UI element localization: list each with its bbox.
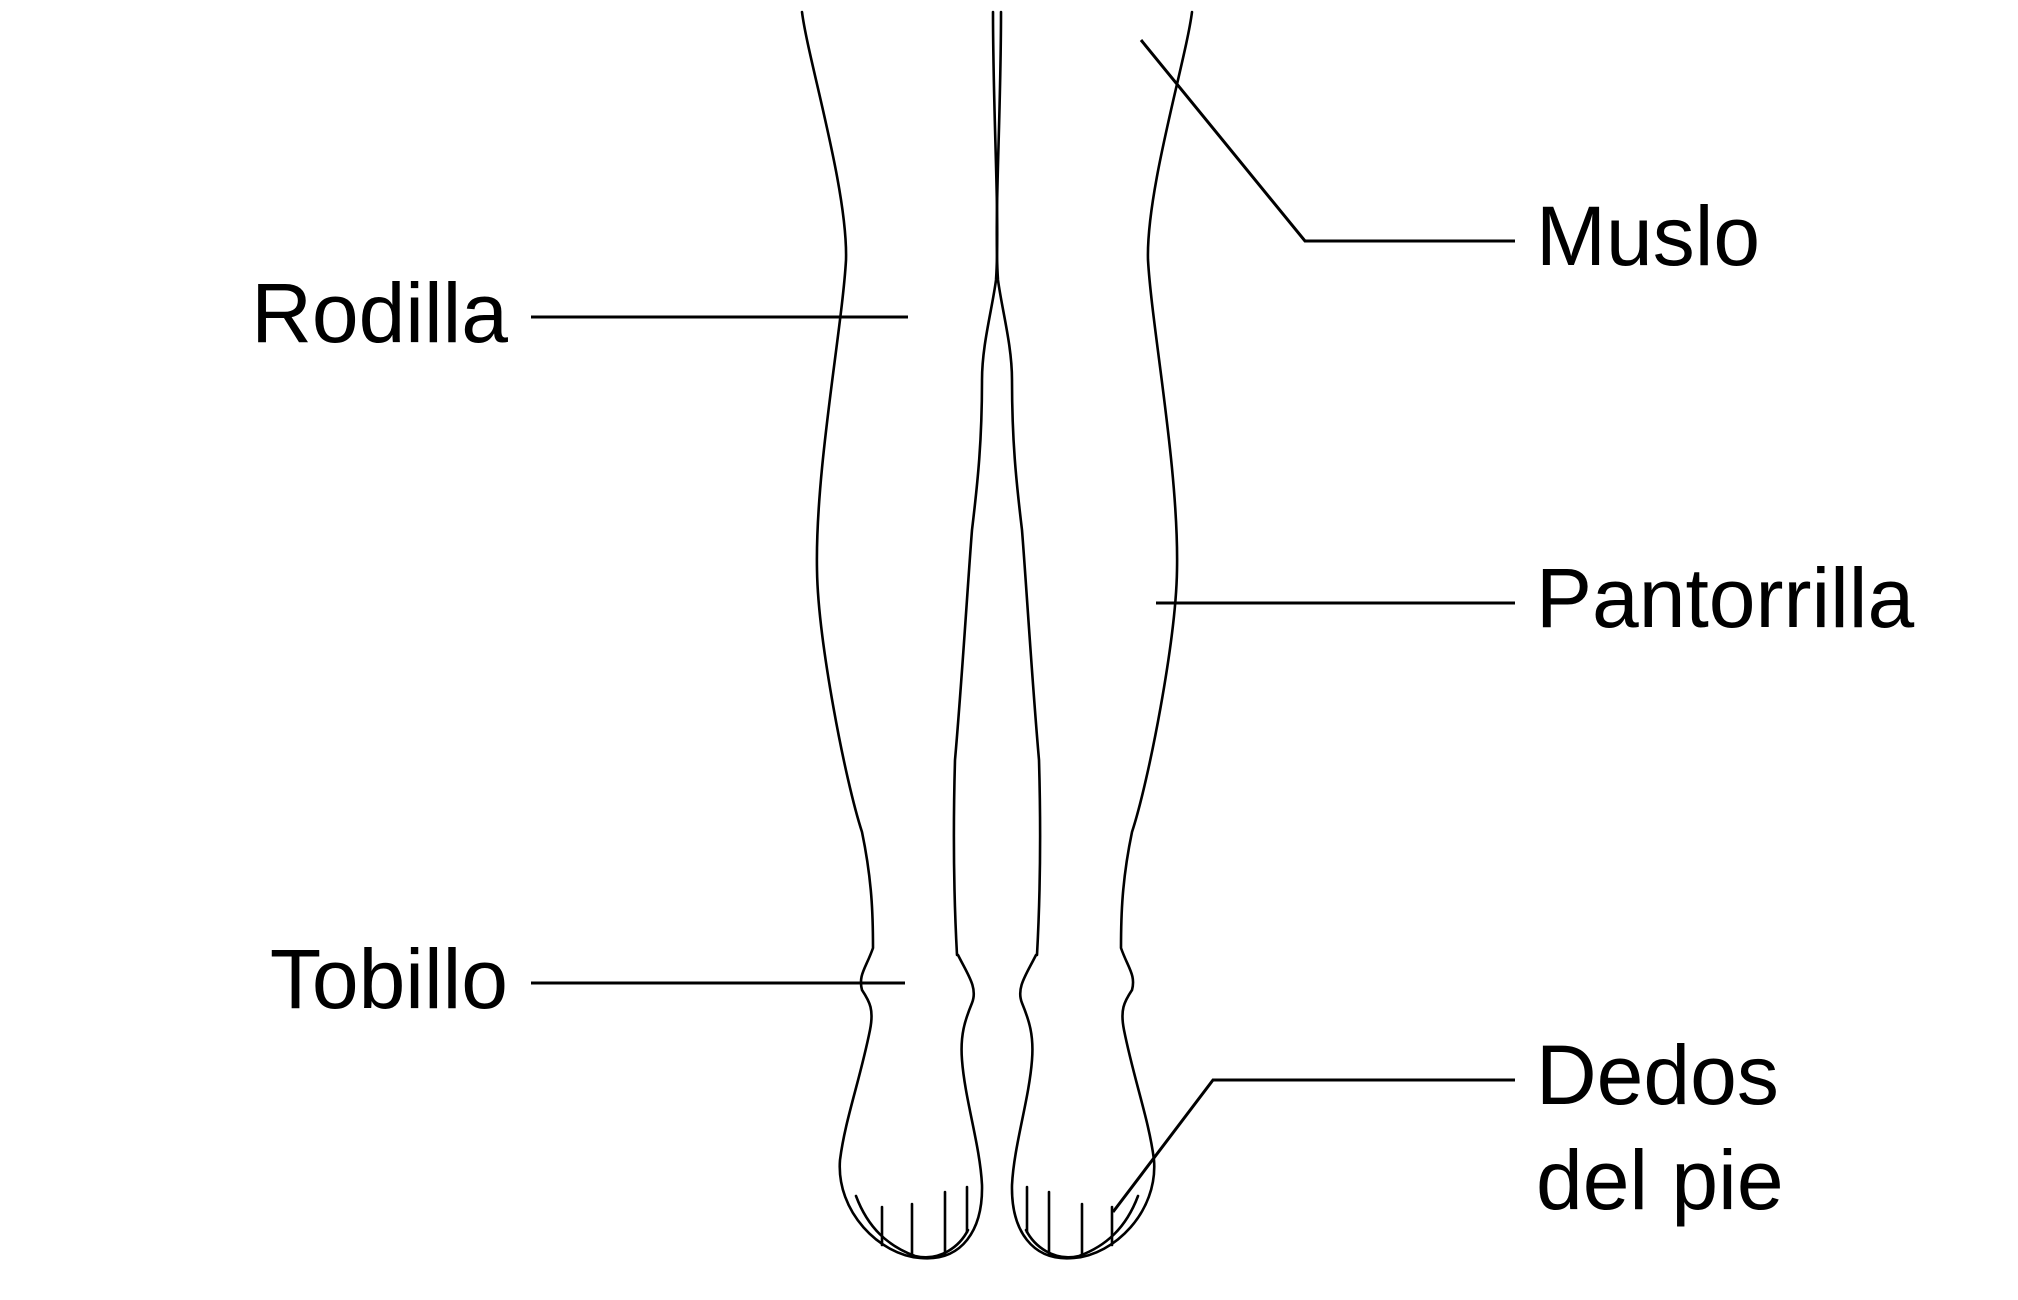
- label-dedos-line1: Dedos: [1536, 1028, 1779, 1122]
- right-leg-inner-contour: [995, 10, 1042, 957]
- left-leg-outer-contour: [800, 10, 984, 1260]
- label-rodilla: Rodilla: [251, 266, 508, 360]
- muslo-leader-line: [1139, 39, 1515, 243]
- right-leg: [995, 10, 1194, 1260]
- label-muslo: Muslo: [1536, 189, 1760, 283]
- labels: Rodilla Tobillo Muslo Pantorrilla Dedos …: [251, 189, 1914, 1227]
- right-toe-arc: [1024, 1194, 1140, 1259]
- right-leg-outer-contour: [1010, 10, 1194, 1260]
- label-dedos-line2: del pie: [1536, 1133, 1784, 1227]
- left-leg: [800, 10, 999, 1260]
- label-pantorrilla: Pantorrilla: [1536, 551, 1914, 645]
- leader-lines: [531, 39, 1515, 1213]
- dedos-leader-line: [1111, 1078, 1515, 1213]
- left-leg-inner-contour: [952, 10, 999, 957]
- label-tobillo: Tobillo: [270, 932, 508, 1026]
- left-toe-arc: [854, 1194, 970, 1259]
